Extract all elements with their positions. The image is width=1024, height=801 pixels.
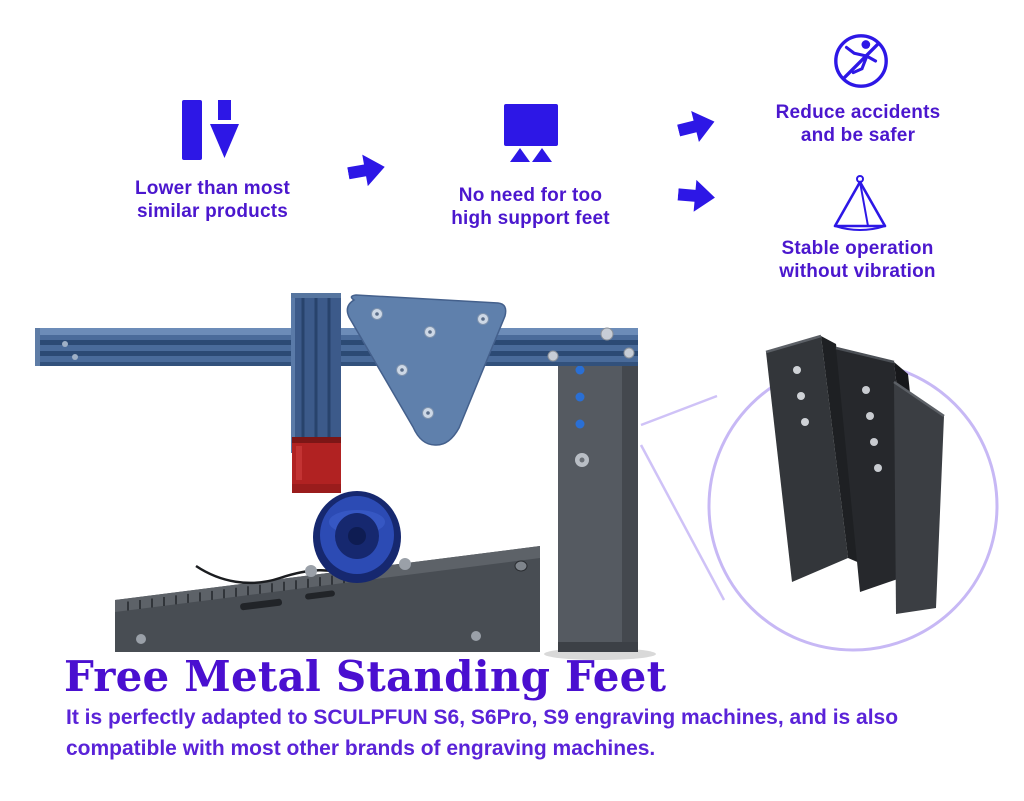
step-label-lower-line2: similar products — [136, 201, 289, 222]
product-description-line2: compatible with most other brands of eng… — [66, 737, 656, 760]
bolts — [547, 327, 635, 362]
step-label-support: No need for too high support feet — [418, 184, 643, 230]
step-label-support-line1: No need for too — [458, 185, 603, 206]
step-label-support-line2: high support feet — [451, 208, 610, 229]
benefit-label-stable-line2: without vibration — [779, 261, 936, 282]
step-label-lower: Lower than most similar products — [100, 177, 325, 223]
arrow-right-icon — [675, 106, 720, 146]
standing-foot — [544, 350, 656, 660]
adjustment-knob — [313, 491, 401, 583]
product-description: It is perfectly adapted to SCULPFUN S6, … — [66, 702, 898, 764]
no-slip-accident-icon — [830, 30, 892, 92]
arrow-right-icon — [346, 151, 389, 189]
benefit-label-stable-line1: Stable operation — [781, 238, 934, 259]
benefit-label-accidents-line2: and be safer — [800, 125, 916, 146]
laser-column — [291, 293, 341, 453]
page-title: Free Metal Standing Feet — [64, 652, 667, 701]
product-photo-illustration — [35, 293, 999, 660]
support-feet-icon — [500, 102, 562, 164]
zoom-callout — [639, 334, 999, 652]
laser-module — [292, 437, 341, 493]
benefit-label-accidents: Reduce accidents and be safer — [748, 101, 968, 147]
base-plate — [115, 546, 540, 652]
mounting-bracket — [346, 294, 507, 446]
lower-height-icon — [180, 98, 246, 162]
stable-pyramid-icon — [830, 172, 890, 236]
step-label-lower-line1: Lower than most — [134, 178, 290, 199]
product-description-line1: It is perfectly adapted to SCULPFUN S6, … — [66, 706, 899, 729]
benefit-label-accidents-line1: Reduce accidents — [775, 102, 941, 123]
arrow-right-icon — [677, 178, 718, 213]
benefit-label-stable: Stable operation without vibration — [745, 237, 970, 283]
